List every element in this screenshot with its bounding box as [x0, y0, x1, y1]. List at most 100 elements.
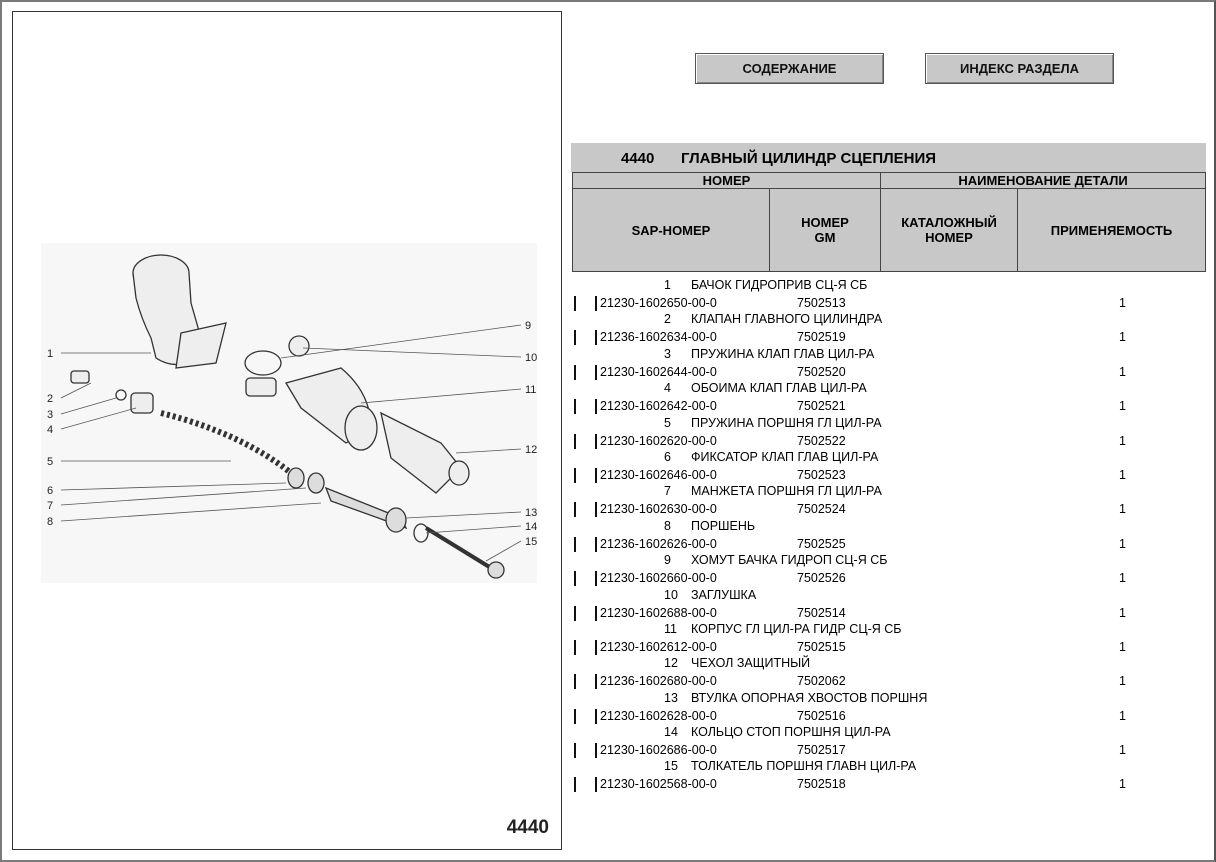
catalog-number: 7502516 — [797, 708, 846, 723]
row-marker — [574, 467, 576, 483]
row-marker — [595, 467, 597, 483]
row-marker — [595, 502, 597, 518]
sap-number: 21230-1602620-00-0 — [600, 433, 717, 448]
row-marker — [574, 536, 576, 552]
part-row[interactable]: 12 ЧЕХОЛ ЗАЩИТНЫЙ 21236-1602680-00-0 750… — [571, 654, 1211, 690]
part-row[interactable]: 11 КОРПУС ГЛ ЦИЛ-РА ГИДР СЦ-Я СБ 21230-1… — [571, 620, 1211, 655]
row-marker — [595, 605, 597, 621]
row-marker — [574, 605, 576, 621]
row-marker — [574, 330, 576, 346]
sap-number: 21236-1602626-00-0 — [600, 536, 717, 551]
parts-list: 1 БАЧОК ГИДРОПРИВ СЦ-Я СБ 21230-1602650-… — [571, 276, 1211, 793]
part-row[interactable]: 5 ПРУЖИНА ПОРШНЯ ГЛ ЦИЛ-РА 21230-1602620… — [571, 414, 1211, 449]
item-number: 14 — [664, 725, 678, 740]
part-row[interactable]: 8 ПОРШЕНЬ 21236-1602626-00-0 7502525 1 — [571, 517, 1211, 552]
sap-number: 21230-1602688-00-0 — [600, 605, 717, 620]
item-number: 6 — [664, 449, 671, 464]
part-name: ВТУЛКА ОПОРНАЯ ХВОСТОВ ПОРШНЯ — [691, 690, 928, 705]
item-number: 3 — [664, 346, 671, 361]
section-title: ГЛАВНЫЙ ЦИЛИНДР СЦЕПЛЕНИЯ — [681, 150, 937, 167]
callout-label: 3 — [47, 409, 53, 421]
row-marker — [595, 639, 597, 655]
item-number: 11 — [664, 621, 677, 636]
part-row[interactable]: 7 МАНЖЕТА ПОРШНЯ ГЛ ЦИЛ-РА 21230-1602630… — [571, 482, 1211, 518]
item-number: 1 — [664, 278, 671, 292]
part-row[interactable]: 13 ВТУЛКА ОПОРНАЯ ХВОСТОВ ПОРШНЯ 21230-1… — [571, 689, 1211, 724]
part-row[interactable]: 15 ТОЛКАТЕЛЬ ПОРШНЯ ГЛАВН ЦИЛ-РА 21230-1… — [571, 757, 1211, 793]
item-number: 4 — [664, 381, 671, 396]
row-marker — [574, 777, 576, 793]
parts-table-header: НОМЕР НАИМЕНОВАНИЕ ДЕТАЛИ SAP-НОМЕР НОМЕ… — [572, 172, 1206, 272]
item-number: 15 — [664, 759, 678, 774]
row-marker — [574, 399, 576, 415]
applicability: 1 — [1119, 364, 1126, 379]
catalog-number: 7502523 — [797, 467, 846, 482]
part-row[interactable]: 10 ЗАГЛУШКА 21230-1602688-00-0 7502514 1 — [571, 586, 1211, 621]
row-marker — [595, 571, 597, 587]
part-row[interactable]: 6 ФИКСАТОР КЛАП ГЛАВ ЦИЛ-РА 21230-160264… — [571, 448, 1211, 483]
row-marker — [595, 777, 597, 793]
part-name: ЗАГЛУШКА — [691, 587, 757, 602]
applicability: 1 — [1119, 296, 1126, 310]
applicability: 1 — [1119, 536, 1126, 551]
applicability: 1 — [1119, 743, 1126, 758]
applicability: 1 — [1119, 433, 1126, 448]
sap-number: 21236-1602634-00-0 — [600, 330, 717, 345]
row-marker — [574, 571, 576, 587]
part-name: ЧЕХОЛ ЗАЩИТНЫЙ — [691, 656, 811, 671]
sap-number: 21230-1602646-00-0 — [600, 467, 717, 482]
part-name: ХОМУТ БАЧКА ГИДРОП СЦ-Я СБ — [691, 553, 888, 568]
applicability: 1 — [1119, 639, 1126, 654]
applicability: 1 — [1119, 502, 1126, 517]
sap-number: 21230-1602628-00-0 — [600, 708, 717, 723]
row-marker — [595, 433, 597, 449]
part-row[interactable]: 1 БАЧОК ГИДРОПРИВ СЦ-Я СБ 21230-1602650-… — [571, 276, 1211, 311]
part-row[interactable]: 14 КОЛЬЦО СТОП ПОРШНЯ ЦИЛ-РА 21230-16026… — [571, 723, 1211, 759]
applicability: 1 — [1119, 330, 1126, 345]
row-marker — [595, 364, 597, 380]
catalog-number: 7502522 — [797, 433, 846, 448]
sap-number: 21230-1602612-00-0 — [600, 639, 717, 654]
callout-label: 12 — [525, 444, 537, 456]
part-name: ПРУЖИНА КЛАП ГЛАВ ЦИЛ-РА — [691, 346, 875, 361]
callout-label: 2 — [47, 393, 53, 405]
callout-label: 14 — [525, 521, 537, 533]
part-row[interactable]: 3 ПРУЖИНА КЛАП ГЛАВ ЦИЛ-РА 21230-1602644… — [571, 345, 1211, 380]
header-number-group: НОМЕР — [572, 172, 881, 189]
row-marker — [574, 502, 576, 518]
callout-label: 13 — [525, 507, 537, 519]
item-number: 13 — [664, 690, 678, 705]
row-marker — [574, 364, 576, 380]
callout-label: 10 — [525, 352, 537, 364]
part-row[interactable]: 9 ХОМУТ БАЧКА ГИДРОП СЦ-Я СБ 21230-16026… — [571, 551, 1211, 587]
catalog-number: 7502514 — [797, 605, 846, 620]
applicability: 1 — [1119, 777, 1126, 792]
header-name-group: НАИМЕНОВАНИЕ ДЕТАЛИ — [880, 172, 1206, 189]
callout-label: 7 — [47, 500, 53, 512]
applicability: 1 — [1119, 467, 1126, 482]
catalog-number: 7502521 — [797, 399, 846, 414]
section-code: 4440 — [621, 150, 655, 167]
catalog-number: 7502520 — [797, 364, 846, 379]
applicability: 1 — [1119, 605, 1126, 620]
row-marker — [574, 639, 576, 655]
header-sap: SAP-НОМЕР — [572, 188, 770, 272]
section-index-button[interactable]: ИНДЕКС РАЗДЕЛА — [925, 53, 1114, 84]
applicability: 1 — [1119, 571, 1126, 586]
callout-label: 6 — [47, 485, 53, 497]
part-row[interactable]: 2 КЛАПАН ГЛАВНОГО ЦИЛИНДРА 21236-1602634… — [571, 310, 1211, 346]
catalog-number: 7502517 — [797, 743, 846, 758]
row-marker — [595, 330, 597, 346]
part-row[interactable]: 4 ОБОИМА КЛАП ГЛАВ ЦИЛ-РА 21230-1602642-… — [571, 379, 1211, 415]
callout-label: 8 — [47, 516, 53, 528]
row-marker — [595, 708, 597, 724]
row-marker — [595, 399, 597, 415]
row-marker — [574, 708, 576, 724]
contents-button[interactable]: СОДЕРЖАНИЕ — [695, 53, 884, 84]
